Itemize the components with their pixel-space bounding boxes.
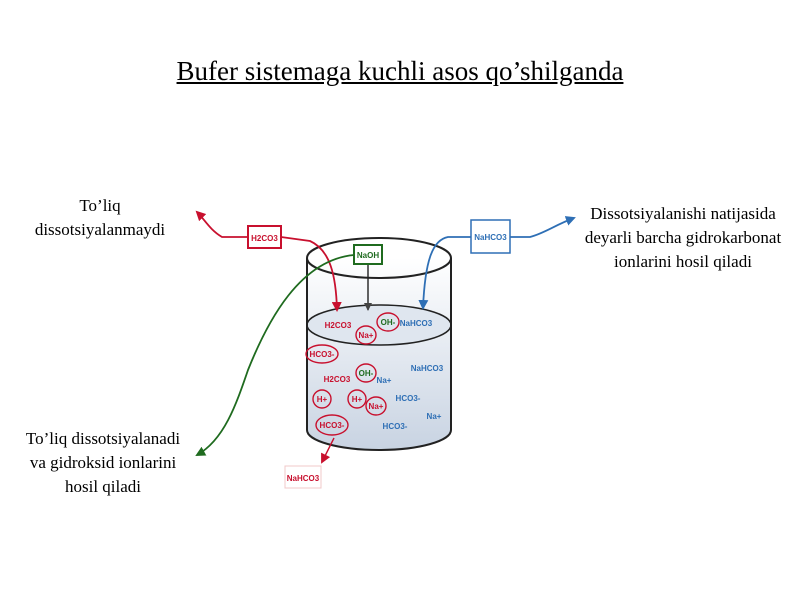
label-nahco3: NaHCO3 [400, 319, 433, 328]
ion-circles [305, 312, 400, 436]
label-hco3-minus: HCO3- [320, 421, 345, 430]
page-title: Bufer sistemaga kuchli asos qo’shilganda [176, 56, 624, 86]
caption-complete-dissociation: To’liq dissotsiyalanadi va gidroksid ion… [25, 429, 181, 496]
svg-text:H2CO3: H2CO3 [251, 234, 278, 243]
label-na-plus: Na+ [377, 376, 392, 385]
box-nahco3-top: NaHCO3 [470, 219, 511, 254]
box-nahco3-bottom: NaHCO3 [284, 465, 322, 489]
label-na-plus: Na+ [427, 412, 442, 421]
label-hco3-minus: HCO3- [396, 394, 421, 403]
arrow-to-nahco3-product [321, 437, 335, 464]
arrow-nahco3-into-beaker [418, 236, 471, 310]
caption-incomplete-dissociation: To’liq dissotsiyalanmaydi [34, 196, 166, 239]
svg-text:NaHCO3: NaHCO3 [474, 233, 507, 242]
beaker [306, 237, 452, 451]
arrow-naoh-to-complete-dissociation [195, 254, 355, 456]
box-naoh: NaOH [353, 244, 383, 265]
label-nahco3: NaHCO3 [411, 364, 444, 373]
label-h2co3: H2CO3 [324, 375, 351, 384]
box-h2co3: H2CO3 [247, 225, 282, 249]
caption-bicarbonate-formation: Dissotsiyalanishi natijasida deyarli bar… [584, 204, 782, 271]
label-hco3-minus: HCO3- [310, 350, 335, 359]
label-na-plus: Na+ [359, 331, 374, 340]
arrow-to-incomplete-dissociation [195, 210, 247, 238]
arrow-to-bicarbonate-formation [510, 216, 576, 238]
label-h-plus: H+ [317, 395, 328, 404]
svg-text:NaHCO3: NaHCO3 [287, 474, 320, 483]
label-oh-minus: OH- [359, 369, 374, 378]
label-hco3-minus: HCO3- [383, 422, 408, 431]
label-h-plus: H+ [352, 395, 363, 404]
label-oh-minus: OH- [381, 318, 396, 327]
label-na-plus: Na+ [369, 402, 384, 411]
label-h2co3: H2CO3 [325, 321, 352, 330]
svg-text:NaOH: NaOH [357, 251, 379, 260]
